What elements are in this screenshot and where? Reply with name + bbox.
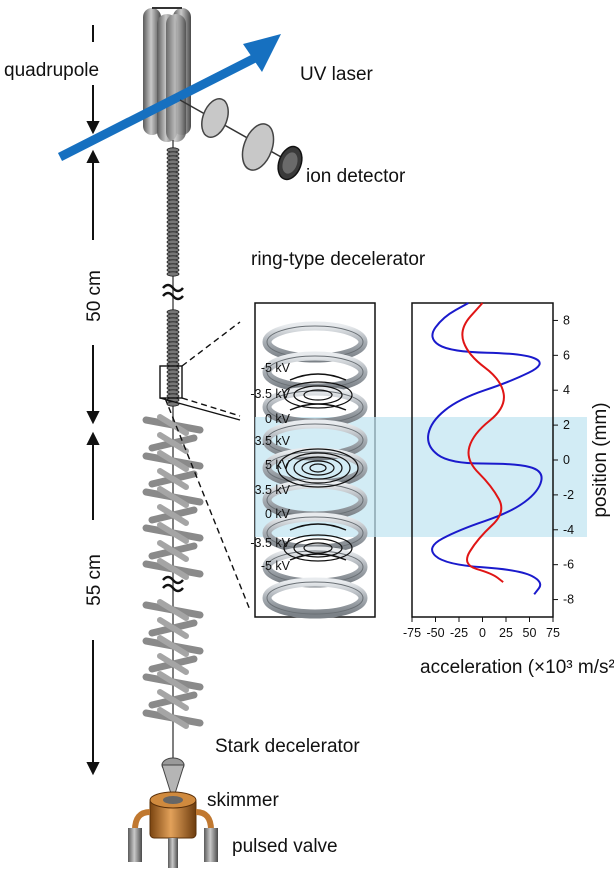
label-uv-laser: UV laser	[300, 64, 374, 85]
voltage-label: 3.5 kV	[255, 434, 291, 448]
uv-laser-beam	[57, 34, 281, 162]
stark-rod	[157, 468, 189, 490]
voltage-label: -3.5 kV	[250, 536, 290, 550]
coil-turn	[166, 271, 180, 277]
label-50cm: 50 cm	[84, 270, 105, 322]
x-tick-label: -25	[450, 626, 468, 640]
y-tick-label: -4	[563, 523, 574, 537]
voltage-label: 0 kV	[265, 507, 291, 521]
y-tick-label: -6	[563, 558, 574, 572]
ion-detector	[179, 98, 303, 181]
skimmer	[161, 757, 185, 802]
series-line	[427, 302, 543, 595]
y-tick-label: -8	[563, 593, 574, 607]
voltage-labels: -5 kV -3.5 kV 0 kV 3.5 kV 5 kV 3.5 kV 0 kV -3.5…	[250, 361, 290, 573]
pulsed-valve	[128, 791, 218, 868]
stark-rod	[157, 707, 189, 729]
stark-decelerator-lower	[142, 599, 204, 729]
y-tick-label: -2	[563, 488, 574, 502]
x-tick-label: -75	[403, 626, 421, 640]
stark-rod	[157, 414, 189, 436]
stark-rod	[157, 486, 189, 508]
voltage-label: -5 kV	[261, 559, 291, 573]
field-line	[289, 373, 347, 381]
zoom-lines	[159, 321, 251, 611]
stark-rod	[157, 635, 189, 657]
voltage-label: -3.5 kV	[250, 387, 290, 401]
dimension-arrows	[86, 25, 100, 776]
y-tick-label: 6	[563, 348, 570, 362]
break-mark-upper	[162, 283, 184, 301]
break-mark-lower	[162, 575, 184, 593]
acceleration-chart: -75 -50 -25 0 25 50 75 8 6 4 2 0 -2 -4 -6 -8	[403, 302, 574, 640]
field-line	[303, 389, 333, 401]
field-line	[277, 448, 359, 488]
label-pulsed-valve: pulsed valve	[232, 836, 338, 857]
stark-rod	[157, 599, 189, 621]
ring-decelerator-upper	[166, 147, 180, 277]
stark-rod	[157, 689, 189, 711]
x-tick-label: 0	[479, 626, 486, 640]
voltage-label: 3.5 kV	[255, 483, 291, 497]
label-skimmer: skimmer	[207, 790, 279, 811]
field-line	[293, 538, 343, 558]
x-tick-label: 75	[546, 626, 560, 640]
field-line	[289, 403, 347, 411]
field-line	[303, 542, 333, 554]
label-55cm: 55 cm	[84, 554, 105, 606]
y-tick-label: 8	[563, 313, 570, 327]
field-line	[283, 381, 353, 409]
label-ring-decelerator: ring-type decelerator	[251, 249, 426, 270]
chart-ylabel: position (mm)	[590, 402, 611, 517]
stark-rod	[157, 671, 189, 693]
stark-decelerator-upper	[142, 414, 204, 580]
field-line	[309, 463, 327, 473]
field-line	[301, 460, 335, 476]
voltage-label: 5 kV	[265, 458, 291, 472]
y-tick-label: 0	[563, 453, 570, 467]
stark-rod	[157, 504, 189, 526]
chart-xlabel: acceleration (×10³ m/s²)	[420, 657, 614, 678]
ring-outline	[266, 581, 364, 615]
stark-rod	[157, 540, 189, 562]
stark-rod	[157, 522, 189, 544]
x-tick-label: 25	[499, 626, 513, 640]
field-line	[283, 534, 353, 562]
field-line	[289, 523, 347, 531]
field-line	[285, 452, 351, 484]
stark-rod	[157, 432, 189, 454]
field-lines	[277, 373, 359, 562]
inset-rings	[262, 321, 368, 619]
voltage-label: 0 kV	[265, 412, 291, 426]
label-ion-detector: ion detector	[306, 166, 406, 187]
field-line	[293, 456, 343, 480]
quadrupole-rods	[143, 7, 191, 142]
stark-rod	[157, 450, 189, 472]
field-line	[289, 553, 347, 561]
y-tick-label: 2	[563, 418, 570, 432]
series-line	[461, 302, 505, 583]
stark-rod	[157, 558, 189, 580]
y-tick-label: 4	[563, 383, 570, 397]
x-tick-label: 50	[523, 626, 537, 640]
stark-rod	[157, 653, 189, 675]
x-tick-label: -50	[426, 626, 444, 640]
label-quadrupole: quadrupole	[4, 60, 99, 81]
ring-decelerator-lower	[166, 309, 180, 407]
stark-rod	[157, 617, 189, 639]
label-stark-decelerator: Stark decelerator	[215, 736, 360, 757]
voltage-label: -5 kV	[261, 361, 291, 375]
